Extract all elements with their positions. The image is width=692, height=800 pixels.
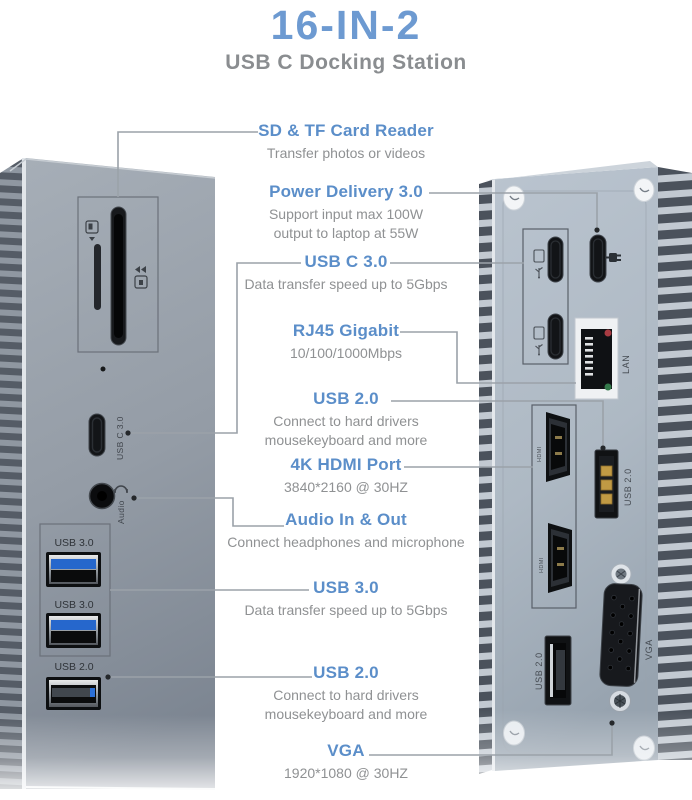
callout-desc: Connect headphones and microphone xyxy=(227,534,465,550)
usb3-top-label: USB 3.0 xyxy=(54,537,93,549)
edge-highlight xyxy=(492,179,495,771)
usb3-port-2 xyxy=(46,613,101,648)
top-edge xyxy=(9,158,216,179)
line-usb2-rear xyxy=(391,400,604,445)
callout-desc: 10/100/1000Mbps xyxy=(289,345,403,361)
hdmi-port-2 xyxy=(548,523,572,593)
callout-desc: 1920*1080 @ 30HZ xyxy=(284,765,408,781)
callout-sd-card-reader: SD & TF Card Reader Transfer photos or v… xyxy=(226,121,466,163)
lan-led-green xyxy=(604,383,612,391)
usb2-rear-bottom-label: USB 2.0 xyxy=(534,652,544,690)
callout-usb3: USB 3.0 Data transfer speed up to 5Gbps xyxy=(226,578,466,620)
usb-icon-2 xyxy=(533,326,545,356)
edge-highlight xyxy=(22,158,26,789)
callout-hdmi: 4K HDMI Port 3840*2160 @ 30HZ xyxy=(226,455,466,497)
dock-rear-view: LAN HDMI HDMI xyxy=(479,161,692,774)
card-reader-area xyxy=(77,196,159,353)
tf-card-icon xyxy=(85,220,99,241)
callout-title: VGA xyxy=(327,741,365,760)
sd-card-icon xyxy=(134,266,148,289)
usb3-bottom-label: USB 3.0 xyxy=(54,599,93,611)
callout-desc: Connect to hard drivers mousekeyboard an… xyxy=(264,687,428,723)
pd-usb-c-port xyxy=(589,234,607,283)
vga-port-label: VGA xyxy=(644,639,654,660)
callout-lines xyxy=(110,131,613,756)
callout-usb2-front: USB 2.0 Connect to hard drivers mousekey… xyxy=(226,663,466,725)
callout-title: USB 2.0 xyxy=(313,389,379,408)
callout-vga: VGA 1920*1080 @ 30HZ xyxy=(226,741,466,783)
callout-title: Power Delivery 3.0 xyxy=(269,182,423,201)
heatsink-fins-left xyxy=(0,159,22,789)
sd-card-slot-opening xyxy=(114,214,123,338)
usb-c-port-1 xyxy=(547,236,564,283)
fade-left xyxy=(0,715,240,800)
line-rj45 xyxy=(400,331,576,384)
headphone-icon xyxy=(114,485,128,493)
usb2-port-rear-bottom xyxy=(544,635,572,706)
status-led xyxy=(100,366,106,372)
lan-port xyxy=(574,317,619,400)
callout-title: Audio In & Out xyxy=(285,510,407,529)
hdmi-port-group: HDMI HDMI xyxy=(531,404,577,609)
callout-power-delivery: Power Delivery 3.0 Support input max 100… xyxy=(226,182,466,244)
usb-c-port-label: USB C 3.0 xyxy=(115,416,125,460)
callout-title: SD & TF Card Reader xyxy=(258,121,434,140)
callout-title: USB 3.0 xyxy=(313,578,379,597)
audio-jack xyxy=(88,482,116,510)
usb-icon-1 xyxy=(533,249,545,279)
vga-pin-holes xyxy=(607,594,635,672)
hdmi-port-1 xyxy=(546,412,570,482)
hdmi-1-label: HDMI xyxy=(537,446,543,462)
callout-desc: Connect to hard drivers mousekeyboard an… xyxy=(264,413,428,449)
usb3-port-1 xyxy=(46,552,101,587)
line-sd-card-reader xyxy=(117,131,258,197)
usb2-rear-top-label: USB 2.0 xyxy=(623,468,633,506)
vga-port xyxy=(599,563,643,712)
callout-desc: Data transfer speed up to 5Gbps xyxy=(244,602,448,618)
callout-usb-c: USB C 3.0 Data transfer speed up to 5Gbp… xyxy=(226,252,466,294)
callout-desc: Support input max 100W output to laptop … xyxy=(268,206,424,242)
line-power-delivery xyxy=(429,192,598,227)
callout-title: RJ45 Gigabit xyxy=(292,321,400,340)
page-subtitle: USB C Docking Station xyxy=(225,51,467,74)
line-vga xyxy=(369,726,613,756)
callout-title: 4K HDMI Port xyxy=(290,455,402,474)
line-usbc-left xyxy=(131,262,301,434)
line-audio xyxy=(137,497,284,527)
heatsink-fins-right xyxy=(658,167,692,760)
top-face-sliver xyxy=(484,161,658,181)
screw-top-left xyxy=(503,185,525,211)
tf-card-slot xyxy=(94,244,101,310)
screw-top-right xyxy=(633,178,655,202)
page-title: 16-IN-2 xyxy=(270,2,422,48)
callout-rj45: RJ45 Gigabit 10/100/1000Mbps xyxy=(226,321,466,363)
vga-screw-top xyxy=(610,563,632,585)
usb2-port-front xyxy=(46,677,101,710)
usb-c-port-front xyxy=(88,413,106,457)
callout-dots xyxy=(105,227,615,726)
usb2-front-label: USB 2.0 xyxy=(54,661,93,673)
callout-title: USB C 3.0 xyxy=(304,252,388,271)
callout-title: USB 2.0 xyxy=(313,663,379,682)
lan-port-label: LAN xyxy=(621,355,631,374)
usb-c-dual-group xyxy=(522,228,569,365)
callout-usb2-rear: USB 2.0 Connect to hard drivers mousekey… xyxy=(226,389,466,451)
callout-desc: 3840*2160 @ 30HZ xyxy=(284,479,408,495)
power-plug-icon xyxy=(605,253,621,262)
usb3-port-group: USB 3.0 USB 3.0 xyxy=(39,523,111,657)
lan-led-red xyxy=(604,329,612,337)
vga-screw-bottom xyxy=(609,690,631,712)
callout-desc: Data transfer speed up to 5Gbps xyxy=(244,276,448,292)
usb2-port-rear-top xyxy=(594,449,619,519)
usb-c-port-2 xyxy=(547,313,564,360)
callout-desc: Transfer photos or videos xyxy=(266,145,426,161)
dock-front-view: USB C 3.0 Audio USB 3.0 USB 3.0 xyxy=(0,158,216,790)
audio-jack-label: Audio xyxy=(116,500,126,524)
hdmi-2-label: HDMI xyxy=(539,557,545,573)
callout-audio: Audio In & Out Connect headphones and mi… xyxy=(226,510,466,552)
heatsink-stubs-left xyxy=(479,180,492,774)
